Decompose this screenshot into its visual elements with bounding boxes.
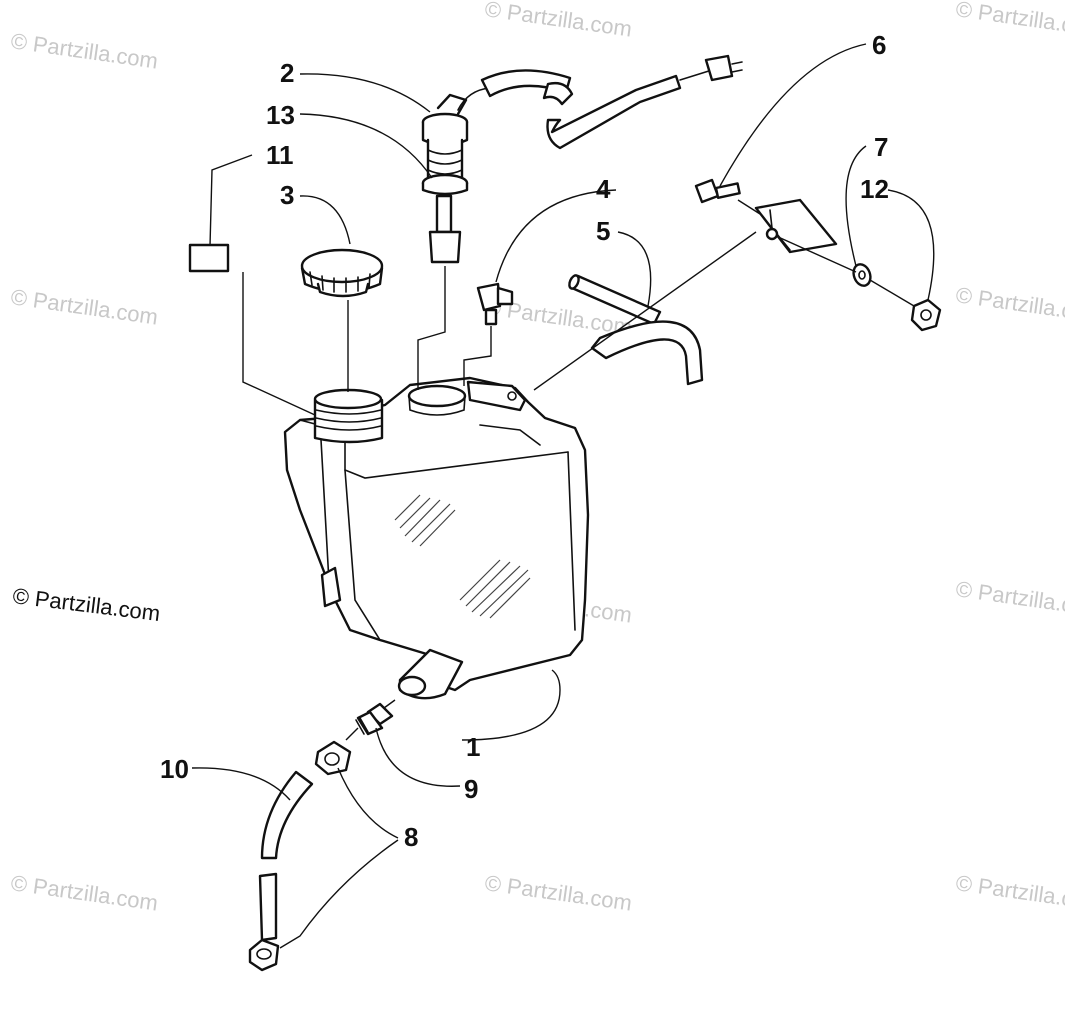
elbow-fitting: [476, 282, 514, 326]
outlet-fitting: [355, 702, 394, 736]
callout-leaders: [191, 43, 935, 949]
assembly-lines: [242, 199, 915, 741]
callout-5: 5: [596, 216, 610, 246]
callout-9: 9: [464, 774, 478, 804]
lock-nut: [910, 298, 942, 332]
callout-7: 7: [874, 132, 888, 162]
callout-12: 12: [860, 174, 889, 204]
callout-3: 3: [280, 180, 294, 210]
callout-10: 10: [160, 754, 189, 784]
watermark: © Partzilla.com: [954, 576, 1065, 621]
watermark: © Partzilla.com: [9, 870, 159, 915]
watermark: © Partzilla.com: [9, 28, 159, 73]
hose-clamp-lower: [248, 938, 280, 972]
sender-wire: [457, 54, 743, 150]
hose-clamp-upper: [314, 740, 352, 776]
decal: [188, 243, 230, 273]
callout-4: 4: [596, 174, 611, 204]
watermark: © Partzilla.com: [954, 870, 1065, 915]
callout-2: 2: [280, 58, 294, 88]
watermark: © Partzilla.com: [9, 284, 159, 329]
filler-cap: [300, 248, 384, 298]
oil-level-sender: [421, 93, 469, 264]
callout-8: 8: [404, 822, 418, 852]
oil-tank: [283, 376, 590, 700]
callout-11: 11: [266, 140, 294, 170]
watermark: © Partzilla.com: [483, 870, 633, 915]
watermark: © Partzilla.com: [954, 282, 1065, 327]
watermark: © Partzilla.com: [954, 0, 1065, 42]
watermark-main: © Partzilla.com: [11, 583, 161, 626]
washer: [852, 263, 872, 287]
vent-hose: [568, 274, 704, 386]
callout-6: 6: [872, 30, 886, 60]
callout-labels: 2 13 11 3 4 5 6 7 12 1 9 10 8: [160, 30, 889, 852]
callout-13: 13: [266, 100, 295, 130]
callout-1: 1: [466, 732, 480, 762]
mounting-bracket: [694, 178, 838, 254]
oil-hose: [258, 770, 314, 942]
watermark: © Partzilla.com: [483, 0, 633, 42]
